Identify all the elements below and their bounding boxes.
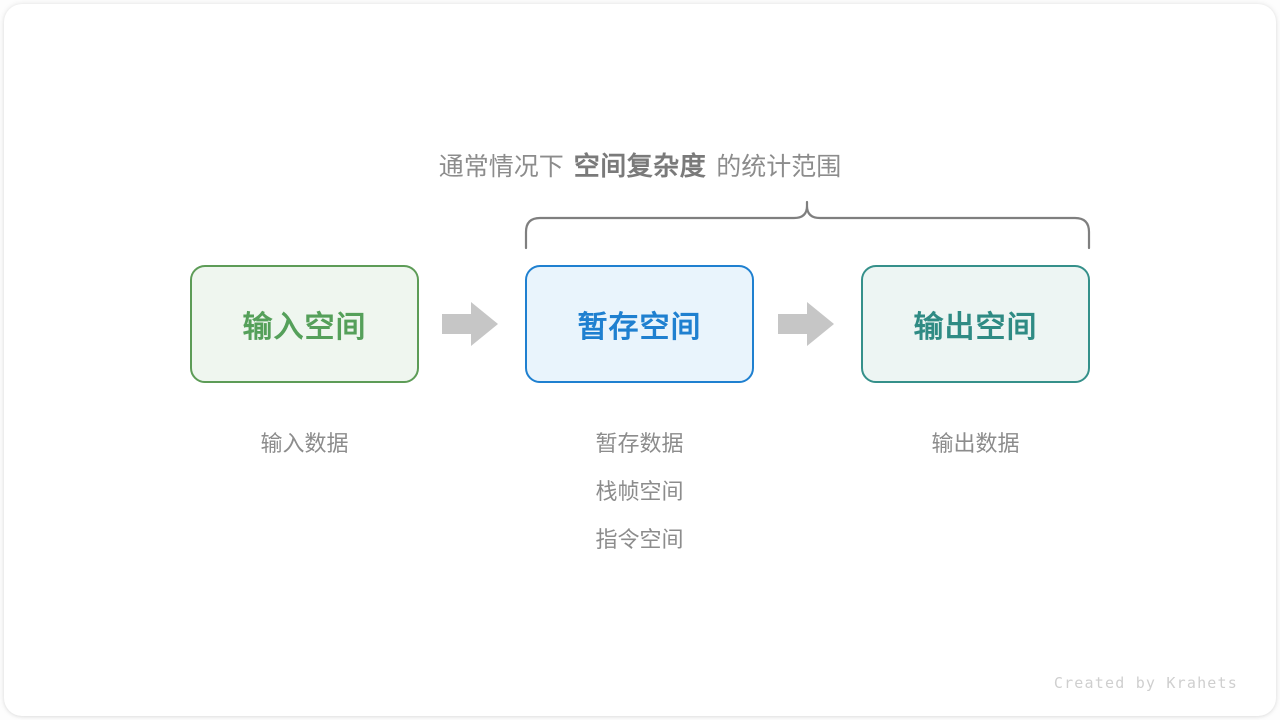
brace-caption: 通常情况下空间复杂度的统计范围 bbox=[0, 148, 1280, 185]
brace-path bbox=[524, 200, 1091, 250]
box-input-space: 输入空间 bbox=[190, 265, 419, 383]
box-temp-space-label: 暂存空间 bbox=[577, 311, 702, 344]
sublabel-item: 输出数据 bbox=[931, 431, 1020, 456]
arrow-right-shape bbox=[778, 302, 834, 346]
credit-footer: Created by Krahets bbox=[1053, 674, 1238, 692]
sublabels-output-space: 输出数据 bbox=[861, 420, 1090, 468]
box-input-space-label: 输入空间 bbox=[242, 311, 367, 344]
caption-emphasis: 空间复杂度 bbox=[573, 151, 707, 181]
sublabels-temp-space: 暂存数据 栈帧空间 指令空间 bbox=[525, 420, 754, 564]
box-output-space-label: 输出空间 bbox=[913, 311, 1038, 344]
sublabel-item: 暂存数据 bbox=[595, 431, 684, 456]
box-temp-space: 暂存空间 bbox=[525, 265, 754, 383]
arrow-right-icon bbox=[778, 302, 834, 346]
sublabel-item: 栈帧空间 bbox=[595, 479, 684, 504]
sublabel-item: 输入数据 bbox=[260, 431, 349, 456]
caption-suffix: 的统计范围 bbox=[716, 153, 842, 181]
box-output-space: 输出空间 bbox=[861, 265, 1090, 383]
sublabels-input-space: 输入数据 bbox=[190, 420, 419, 468]
curly-brace bbox=[515, 196, 1100, 252]
caption-prefix: 通常情况下 bbox=[438, 153, 564, 181]
arrow-right-shape bbox=[442, 302, 498, 346]
sublabel-item: 指令空间 bbox=[595, 527, 684, 552]
arrow-right-icon bbox=[442, 302, 498, 346]
